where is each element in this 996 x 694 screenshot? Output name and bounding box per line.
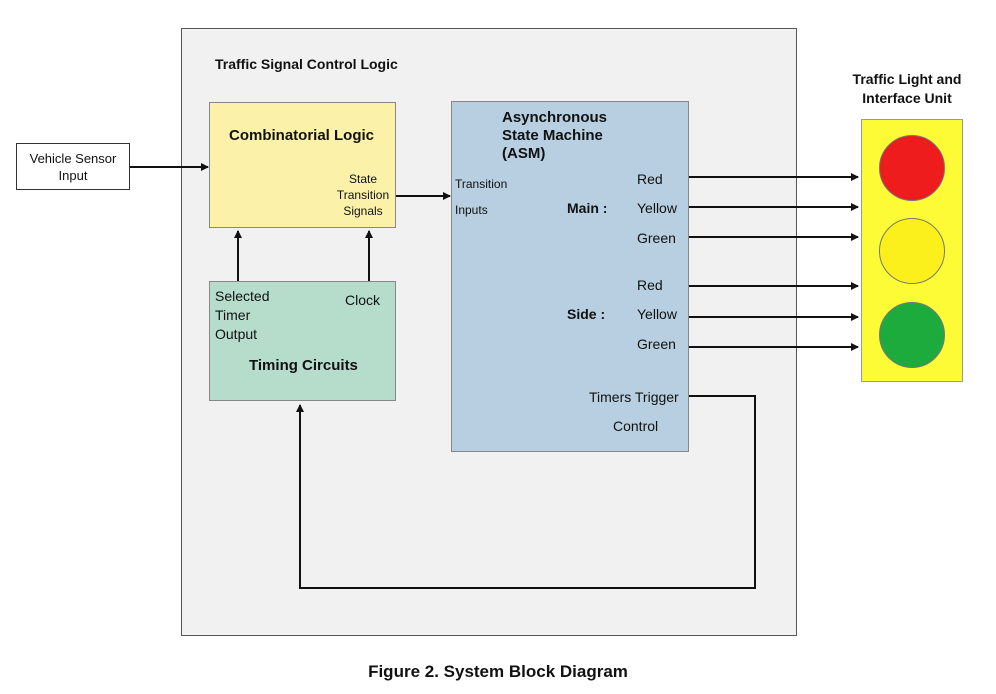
selected-line1: Selected: [215, 288, 270, 304]
main-signals-label: Main :: [567, 200, 608, 216]
timers-feedback-wire: [296, 395, 756, 589]
selected-line3: Output: [215, 326, 258, 342]
traffic-light-title-line2: Interface Unit: [862, 90, 952, 106]
asm-title-line2: State Machine: [502, 127, 603, 144]
vehicle-sensor-box: Vehicle Sensor Input: [16, 143, 130, 190]
traffic-light-unit: [861, 119, 963, 382]
combinatorial-logic-title: Combinatorial Logic: [229, 127, 375, 144]
traffic-light-title-line1: Traffic Light and: [852, 71, 962, 87]
main-red-label: Red: [637, 171, 663, 187]
timing-circuits-block: [209, 281, 396, 401]
state-transition-line1: State: [348, 172, 378, 186]
red-lamp: [879, 135, 945, 201]
green-lamp: [879, 302, 945, 368]
side-red-label: Red: [637, 277, 663, 293]
selected-line2: Timer: [215, 307, 251, 323]
state-transition-line3: Signals: [343, 204, 383, 218]
timers-control-label: Control: [613, 418, 659, 434]
clock-label: Clock: [345, 292, 381, 308]
vehicle-sensor-label-line1: Vehicle Sensor: [29, 150, 117, 166]
control-logic-title: Traffic Signal Control Logic: [215, 56, 398, 72]
asm-title: Asynchronous State Machine (ASM): [502, 109, 607, 163]
timing-circuits-title: Timing Circuits: [249, 357, 358, 374]
yellow-lamp: [879, 218, 945, 284]
asm-block: [451, 101, 689, 452]
selected-timer-output-label: Selected Timer Output: [215, 287, 269, 344]
side-yellow-label: Yellow: [637, 306, 677, 322]
side-signals-label: Side :: [567, 306, 606, 322]
transition-inputs-line2: Inputs: [455, 203, 488, 217]
state-transition-signals-label: State Transition Signals: [330, 171, 396, 219]
asm-title-line3: (ASM): [502, 145, 546, 162]
transition-inputs-line1: Transition: [455, 177, 508, 191]
vehicle-sensor-label-line2: Input: [58, 167, 88, 183]
side-green-label: Green: [637, 336, 676, 352]
figure-caption: Figure 2. System Block Diagram: [368, 662, 628, 681]
main-green-label: Green: [637, 230, 676, 246]
traffic-light-title: Traffic Light and Interface Unit: [833, 70, 981, 108]
asm-title-line1: Asynchronous: [502, 109, 608, 126]
main-yellow-label: Yellow: [637, 200, 677, 216]
state-transition-line2: Transition: [336, 188, 390, 202]
timers-trigger-label: Timers Trigger: [589, 389, 679, 405]
combinatorial-logic-block: [209, 102, 396, 228]
